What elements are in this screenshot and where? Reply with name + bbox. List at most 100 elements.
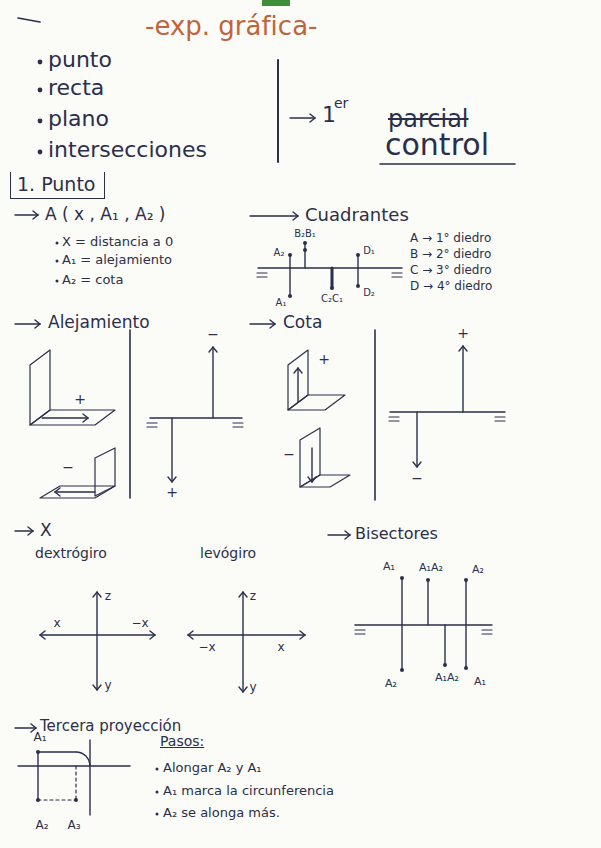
projection-line bbox=[304, 243, 305, 268]
arrow-head bbox=[239, 687, 247, 692]
projection-label: A₂ bbox=[274, 247, 285, 258]
arrow-line bbox=[15, 323, 40, 324]
axis-line bbox=[242, 592, 243, 692]
arrow-line bbox=[171, 418, 172, 482]
section-number-heading: 1. Punto bbox=[17, 174, 96, 195]
section-heading: Cota bbox=[283, 313, 322, 332]
divider-line bbox=[129, 330, 131, 498]
arrow-head bbox=[293, 212, 298, 220]
point-dot bbox=[288, 253, 292, 257]
plane-sketch bbox=[300, 475, 350, 487]
projection-label: A₁A₂ bbox=[419, 562, 443, 574]
arrow-head bbox=[310, 114, 315, 122]
sign-mark: − bbox=[207, 327, 219, 342]
ground-mark bbox=[233, 422, 243, 423]
list-bullet bbox=[56, 260, 59, 263]
sign-mark: − bbox=[283, 447, 295, 462]
projection-line bbox=[465, 580, 466, 668]
list-bullet bbox=[156, 813, 159, 816]
projection-line bbox=[444, 625, 445, 665]
ground-mark bbox=[389, 420, 399, 421]
ground-mark bbox=[257, 276, 267, 277]
step-item: A₂ se alonga más. bbox=[163, 806, 280, 820]
projection-label: A₁ bbox=[276, 297, 287, 308]
ground-mark bbox=[147, 422, 157, 423]
sign-mark: + bbox=[74, 392, 86, 407]
list-bullet bbox=[38, 150, 43, 155]
axis-system-name: dextrógiro bbox=[35, 546, 107, 561]
ordinal-number: 1 bbox=[322, 103, 336, 127]
ground-mark bbox=[495, 420, 505, 421]
axis-line bbox=[96, 592, 97, 690]
axis-label: y bbox=[249, 681, 256, 694]
arrow-line bbox=[328, 534, 350, 535]
ground-mark bbox=[392, 272, 402, 273]
point-dot bbox=[330, 286, 334, 290]
arrow-line bbox=[250, 215, 298, 216]
list-bullet bbox=[38, 88, 43, 93]
tape-scrap bbox=[262, 0, 290, 6]
brace-bar bbox=[277, 60, 279, 162]
plane-sketch bbox=[288, 395, 345, 410]
arrow-head bbox=[239, 592, 247, 597]
projection-line bbox=[357, 255, 358, 286]
arrow-line bbox=[311, 448, 312, 482]
turn-arc bbox=[76, 752, 90, 766]
point-dot bbox=[356, 284, 360, 288]
projection-label: D₂ bbox=[363, 287, 375, 298]
projection-line bbox=[331, 268, 334, 288]
ground-mark bbox=[147, 426, 157, 427]
ground-mark bbox=[392, 276, 402, 277]
list-bullet bbox=[156, 791, 159, 794]
axis-label: x bbox=[277, 641, 284, 654]
quadrant-key: D → 4° diedro bbox=[410, 280, 492, 293]
projection-label: A₂ bbox=[472, 564, 484, 576]
list-bullet bbox=[156, 768, 159, 771]
quadrant-key: A → 1° diedro bbox=[410, 232, 491, 245]
axis-label: z bbox=[105, 590, 111, 603]
arrow-head bbox=[168, 477, 176, 482]
axis-label: z bbox=[250, 590, 256, 603]
arrow-head bbox=[83, 414, 88, 422]
arrow-line bbox=[42, 417, 88, 418]
arrow-head bbox=[55, 488, 60, 496]
arrow-head bbox=[459, 346, 467, 351]
point-dot bbox=[464, 578, 468, 582]
list-bullet bbox=[38, 60, 43, 65]
ground-line bbox=[18, 765, 130, 766]
point-dot bbox=[400, 576, 404, 580]
ground-mark bbox=[257, 272, 267, 273]
axis-label: y bbox=[104, 679, 111, 692]
sign-mark: + bbox=[318, 352, 330, 367]
ordinal-suffix: er bbox=[334, 96, 348, 111]
axis-label: −x bbox=[131, 617, 148, 630]
projection-label: A₁A₂ bbox=[435, 672, 459, 684]
point-dot bbox=[303, 241, 307, 245]
section-box: 1. Punto bbox=[10, 172, 105, 199]
projection-label: C₂C₁ bbox=[321, 293, 343, 304]
section-heading: Alejamiento bbox=[48, 313, 150, 332]
projection-line bbox=[289, 255, 290, 296]
definition: X = distancia a 0 bbox=[62, 235, 173, 249]
underline bbox=[380, 163, 515, 165]
axis-system-name: levógiro bbox=[200, 546, 256, 561]
projection-line bbox=[401, 578, 402, 670]
list-bullet bbox=[56, 242, 59, 245]
ground-line bbox=[390, 411, 505, 412]
topic-item: plano bbox=[48, 107, 109, 131]
arrow-head bbox=[345, 531, 350, 539]
axis-line bbox=[188, 634, 305, 635]
arrow-line bbox=[15, 214, 38, 215]
ground-line bbox=[258, 267, 402, 268]
projection-label: B₂B₁ bbox=[294, 228, 316, 239]
projection-label: A₁ bbox=[474, 676, 486, 688]
plane-sketch bbox=[95, 448, 115, 496]
arrow-line bbox=[15, 530, 33, 531]
arrow-head bbox=[28, 527, 33, 535]
section-heading: Bisectores bbox=[355, 525, 438, 543]
list-bullet bbox=[38, 119, 43, 124]
quadrant-key: B → 2° diedro bbox=[410, 248, 491, 261]
point-notation: A ( x , A₁ , A₂ ) bbox=[45, 205, 165, 224]
ground-mark bbox=[355, 629, 365, 630]
arrow-line bbox=[250, 323, 275, 324]
